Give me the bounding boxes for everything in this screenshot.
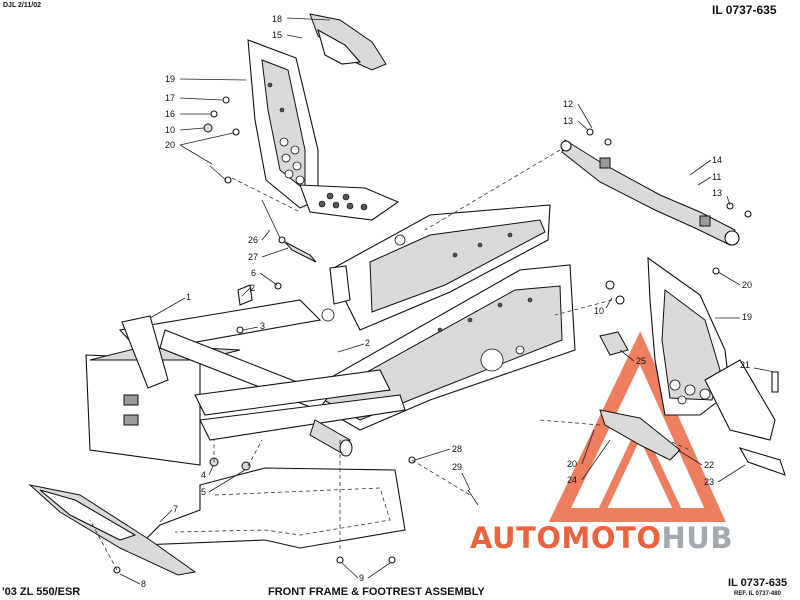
- callout-13-right: 13: [712, 188, 731, 206]
- callout-4: 4: [201, 465, 214, 480]
- callout-20-lower: 20: [567, 429, 595, 469]
- svg-text:25: 25: [636, 356, 646, 366]
- svg-text:16: 16: [165, 109, 175, 119]
- steering-post: [560, 128, 752, 246]
- callout-18: 18: [272, 14, 331, 24]
- svg-text:12: 12: [563, 99, 573, 109]
- svg-text:10: 10: [594, 306, 604, 316]
- svg-text:11: 11: [712, 172, 721, 182]
- callout-23: 23: [704, 464, 746, 487]
- svg-text:18: 18: [272, 14, 282, 24]
- svg-text:1: 1: [186, 292, 191, 302]
- svg-text:23: 23: [704, 477, 714, 487]
- svg-text:20: 20: [165, 140, 175, 150]
- svg-text:27: 27: [248, 252, 258, 262]
- callout-10-left: 10: [165, 125, 205, 135]
- callout-26: 26: [248, 229, 271, 245]
- illustration-id-bottom: IL 0737-635: [728, 577, 788, 589]
- watermark-text: AUTOMOTOHUB: [470, 521, 733, 555]
- callout-20-left: 20: [165, 132, 234, 165]
- svg-text:6: 6: [251, 268, 256, 278]
- callout-2-lower: 2: [337, 338, 370, 353]
- svg-text:2: 2: [250, 283, 255, 293]
- svg-text:26: 26: [248, 235, 258, 245]
- callout-14: 14: [689, 155, 722, 176]
- svg-text:8: 8: [141, 579, 146, 589]
- svg-text:17: 17: [165, 93, 175, 103]
- reference-id: REF. IL 0737-480: [734, 591, 781, 597]
- svg-text:13: 13: [712, 188, 722, 198]
- svg-text:5: 5: [201, 487, 206, 497]
- callout-12: 12: [563, 99, 593, 129]
- svg-text:21: 21: [740, 360, 750, 370]
- callout-27: 27: [248, 247, 289, 262]
- illustration-id-top: IL 0737-635: [712, 3, 777, 17]
- watermark-logo-mark: [548, 331, 726, 522]
- alignment-lines: [89, 149, 691, 571]
- floor-pan: [28, 467, 406, 576]
- right-footrest-panel: [599, 256, 786, 476]
- callout-29: 29: [452, 462, 471, 491]
- svg-text:AUTOMOTOHUB: AUTOMOTOHUB: [470, 521, 733, 555]
- diagram-title: FRONT FRAME & FOOTREST ASSEMBLY: [268, 586, 485, 598]
- callout-3: 3: [242, 321, 265, 331]
- callout-24: 24: [567, 439, 611, 485]
- callout-19-left: 19: [165, 74, 247, 84]
- callout-8: 8: [119, 573, 146, 589]
- callout-1: 1: [149, 292, 191, 319]
- callout-5: 5: [201, 469, 246, 497]
- callout-2-upper: 2: [241, 283, 255, 297]
- svg-text:20: 20: [742, 280, 752, 290]
- callout-22: 22: [677, 449, 714, 470]
- callout-16: 16: [165, 109, 211, 119]
- model-label: '03 ZL 550/ESR: [2, 586, 81, 598]
- left-footrest-panel: [203, 13, 400, 221]
- callout-13-top: 13: [563, 116, 589, 131]
- svg-text:10: 10: [165, 125, 175, 135]
- svg-text:19: 19: [742, 312, 752, 322]
- callout-15: 15: [272, 30, 303, 40]
- svg-text:13: 13: [563, 116, 573, 126]
- date-code: DJL 2/11/02: [3, 2, 42, 9]
- callout-7: 7: [159, 504, 178, 523]
- svg-text:24: 24: [567, 475, 577, 485]
- callout-10-right: 10: [594, 297, 613, 316]
- svg-text:9: 9: [359, 573, 364, 583]
- callout-labels: 18 15 19 17 16 10 20 26 27 6 1 2 3 2 4 5…: [119, 14, 776, 589]
- svg-text:2: 2: [365, 338, 370, 348]
- svg-text:7: 7: [173, 504, 178, 514]
- svg-text:4: 4: [201, 470, 206, 480]
- callout-17: 17: [165, 93, 223, 103]
- svg-text:28: 28: [452, 444, 462, 454]
- callout-21: 21: [740, 360, 776, 373]
- svg-text:19: 19: [165, 74, 175, 84]
- svg-text:20: 20: [567, 459, 577, 469]
- callout-28: 28: [414, 444, 462, 461]
- svg-text:29: 29: [452, 462, 462, 472]
- svg-text:22: 22: [704, 460, 714, 470]
- callout-9: 9: [341, 562, 391, 583]
- callout-6: 6: [251, 268, 278, 286]
- callout-20-right: 20: [717, 271, 752, 290]
- callout-19-right: 19: [715, 312, 752, 322]
- callout-11: 11: [697, 172, 721, 186]
- callout-25: 25: [619, 349, 646, 366]
- svg-text:14: 14: [712, 155, 722, 165]
- svg-text:15: 15: [272, 30, 282, 40]
- svg-text:3: 3: [260, 321, 265, 331]
- front-frame: [85, 204, 576, 466]
